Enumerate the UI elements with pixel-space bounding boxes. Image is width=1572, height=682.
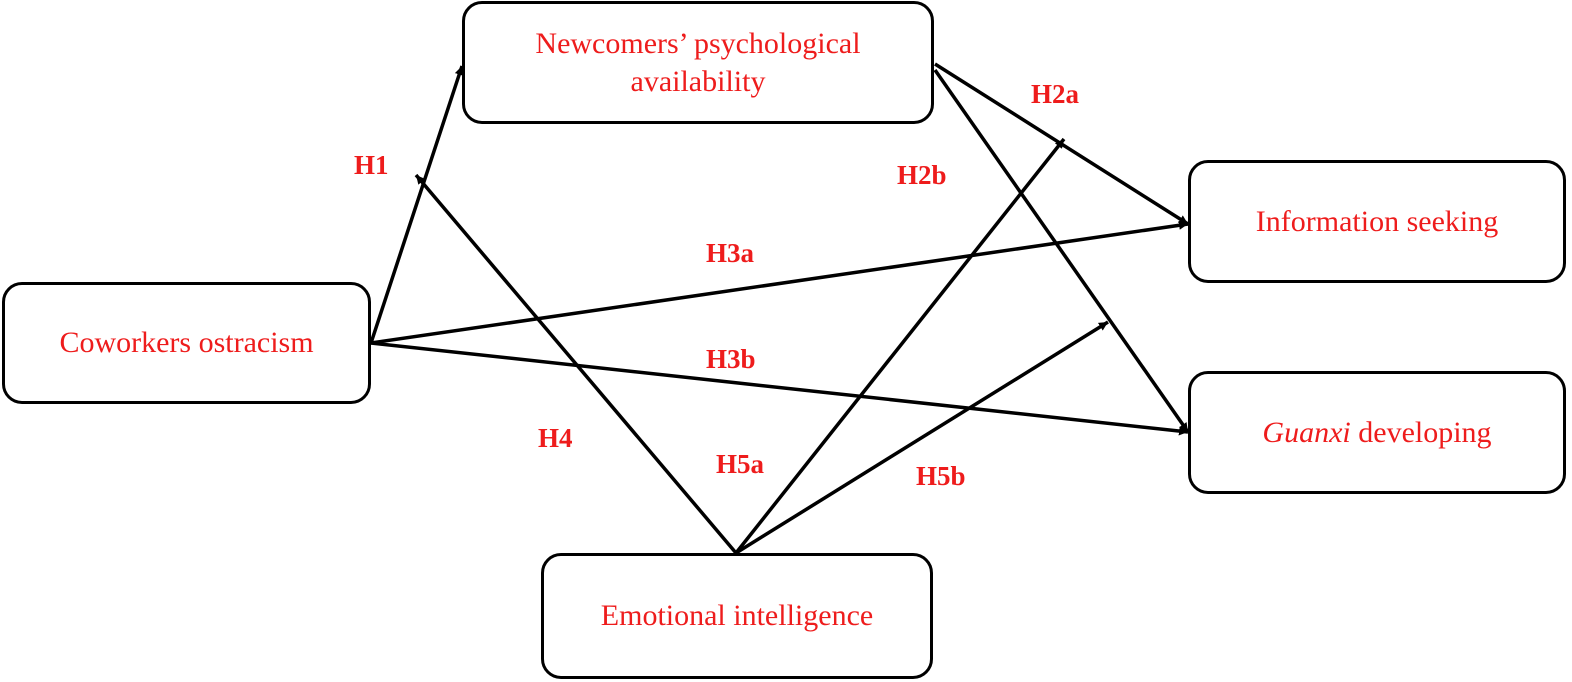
coworkers-ostracism-label: Coworkers ostracism — [59, 326, 314, 359]
node-information-seeking: Information seeking — [1188, 160, 1566, 283]
node-guanxi-developing: Guanxi developing — [1188, 371, 1566, 494]
label-h3a: H3a — [706, 238, 755, 268]
path-h1-arrow — [369, 65, 464, 344]
psychological-availability-line1: Newcomers’ psychological — [535, 26, 861, 60]
label-h5b: H5b — [916, 461, 966, 491]
label-h1: H1 — [354, 150, 389, 180]
path-h4-arrow — [414, 173, 738, 555]
node-emotional-intelligence: Emotional intelligence — [541, 553, 933, 679]
path-h3a-arrow — [370, 220, 1189, 345]
path-h2b-arrow — [933, 68, 1190, 434]
label-h2a: H2a — [1031, 79, 1080, 109]
path-h5a-arrow — [734, 137, 1066, 555]
emotional-intelligence-label: Emotional intelligence — [600, 599, 874, 632]
information-seeking-label: Information seeking — [1255, 204, 1499, 238]
path-h3b-arrow — [370, 341, 1189, 436]
label-h3b: H3b — [706, 344, 756, 374]
guanxi-developing-rest: developing — [1350, 415, 1492, 449]
guanxi-developing-label: Guanxi developing — [1262, 414, 1491, 452]
psychological-availability-line2: availability — [630, 64, 766, 98]
label-h4: H4 — [538, 423, 573, 453]
label-h2b: H2b — [897, 160, 947, 190]
node-psychological-availability: Newcomers’ psychological availability — [462, 1, 934, 124]
node-coworkers-ostracism: Coworkers ostracism — [2, 282, 371, 404]
path-h5b-arrow — [735, 320, 1109, 555]
label-h5a: H5a — [716, 449, 765, 479]
guanxi-word: Guanxi — [1262, 415, 1351, 449]
